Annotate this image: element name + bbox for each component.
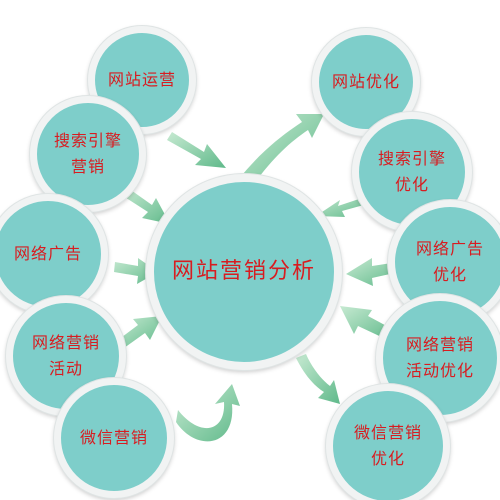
arrow-wechat-marketing-optimization	[296, 354, 340, 404]
node-network-ads: 网络广告	[0, 194, 108, 314]
node-label: 微信营销	[79, 428, 148, 447]
node-label: 搜索引擎 优化	[377, 149, 446, 194]
node-wechat-marketing: 微信营销	[54, 378, 174, 498]
node-label: 网络广告 优化	[415, 239, 484, 284]
node-label: 微信营销 优化	[353, 423, 422, 468]
node-label: 网络营销 活动	[31, 333, 100, 378]
node-label: 搜索引擎 营销	[53, 131, 122, 176]
node-search-engine-marketing: 搜索引擎 营销	[30, 96, 146, 212]
center-label: 网站营销分析	[171, 259, 316, 284]
node-label: 网络营销 活动优化	[405, 335, 474, 380]
node-website-optimization: 网站优化	[312, 28, 420, 136]
arrow-website-optimization	[238, 114, 324, 190]
node-website-operation: 网站运营	[88, 26, 196, 134]
node-label: 网站运营	[107, 70, 176, 89]
arrow-network-marketing-events	[118, 316, 162, 348]
node-label: 网站优化	[331, 72, 400, 91]
arrow-search-engine-marketing	[123, 188, 170, 224]
arrow-network-ads-optimization	[346, 258, 399, 286]
node-label: 网络广告	[13, 244, 82, 263]
arrow-website-operation	[167, 132, 226, 168]
arrow-wechat-marketing	[176, 384, 240, 442]
node-wechat-marketing-optimization: 微信营销 优化	[326, 384, 450, 500]
arrow-search-engine-optimization	[316, 196, 371, 217]
node-center: 网站营销分析	[146, 174, 342, 370]
